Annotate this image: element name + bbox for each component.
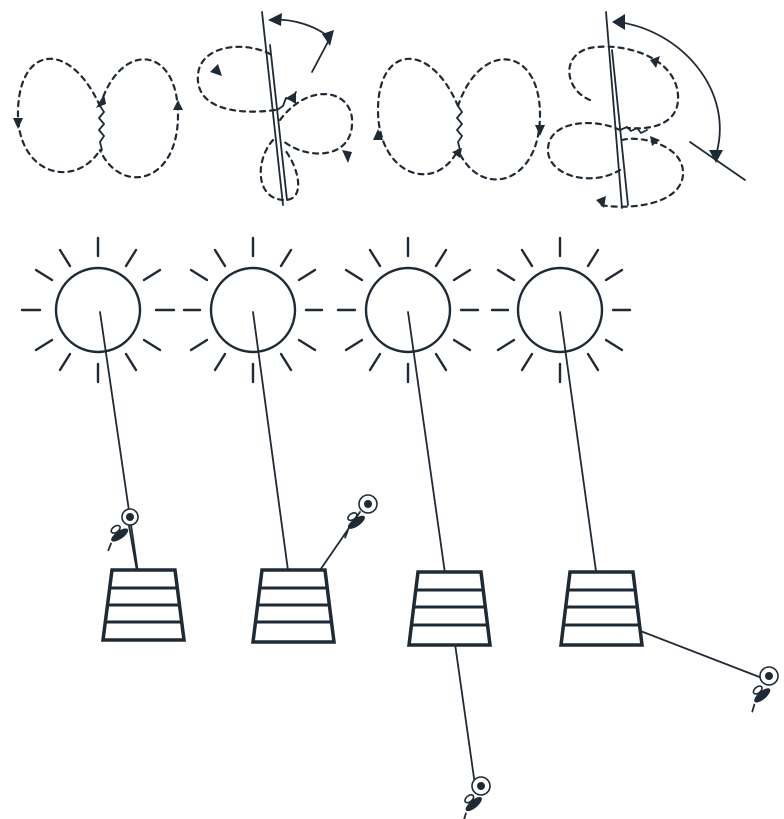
sun-line-1 <box>100 312 142 600</box>
sun-icon <box>184 238 322 382</box>
sun-2 <box>184 238 322 382</box>
beehive-icon <box>561 572 642 645</box>
sun-line-2 <box>253 312 292 600</box>
dance-patterns-row <box>13 12 745 208</box>
suns-row <box>22 238 630 382</box>
rotation-arrow-icon <box>612 14 625 30</box>
forager-4 <box>742 667 778 712</box>
sun-icon <box>492 238 630 382</box>
flower-icon <box>472 777 490 795</box>
dance-arrow-icon <box>286 92 296 104</box>
bee-icon <box>336 508 368 537</box>
forager-2 <box>336 495 377 538</box>
foragers <box>99 495 778 819</box>
dance-pattern-1 <box>13 59 183 177</box>
dance-arrow-icon <box>210 64 222 76</box>
direction-lines <box>100 312 762 785</box>
dance-arrow-icon <box>342 150 352 163</box>
beehive-icon <box>409 572 490 645</box>
beehive-icon <box>103 570 184 640</box>
sun-4 <box>492 238 630 382</box>
bee-icon <box>99 521 131 550</box>
flower-icon <box>122 509 138 525</box>
flower-icon <box>760 667 778 685</box>
bee-icon <box>742 681 774 711</box>
dance-pattern-2 <box>198 12 352 205</box>
dance-arrow-icon <box>650 136 660 146</box>
sun-1 <box>22 238 174 382</box>
sun-icon <box>338 238 478 382</box>
flower-line-4 <box>625 625 762 678</box>
hive-4 <box>561 572 642 645</box>
hives-row <box>103 570 642 645</box>
dance-arrow-icon <box>535 125 545 136</box>
dance-arrow-icon <box>173 100 183 110</box>
beehive-icon <box>253 570 334 642</box>
sun-3 <box>338 238 478 382</box>
hive-2 <box>253 570 334 642</box>
sun-icon <box>22 238 174 382</box>
dance-pattern-3 <box>373 59 545 180</box>
sun-line-3 <box>408 312 475 785</box>
sun-line-4 <box>560 312 600 600</box>
forager-3 <box>454 777 490 819</box>
rotation-arrow-icon <box>268 13 282 26</box>
dance-arrow-icon <box>13 118 23 129</box>
hive-1 <box>103 570 184 640</box>
hive-3 <box>409 572 490 645</box>
dance-pattern-4 <box>548 12 745 208</box>
flower-icon <box>359 495 377 513</box>
